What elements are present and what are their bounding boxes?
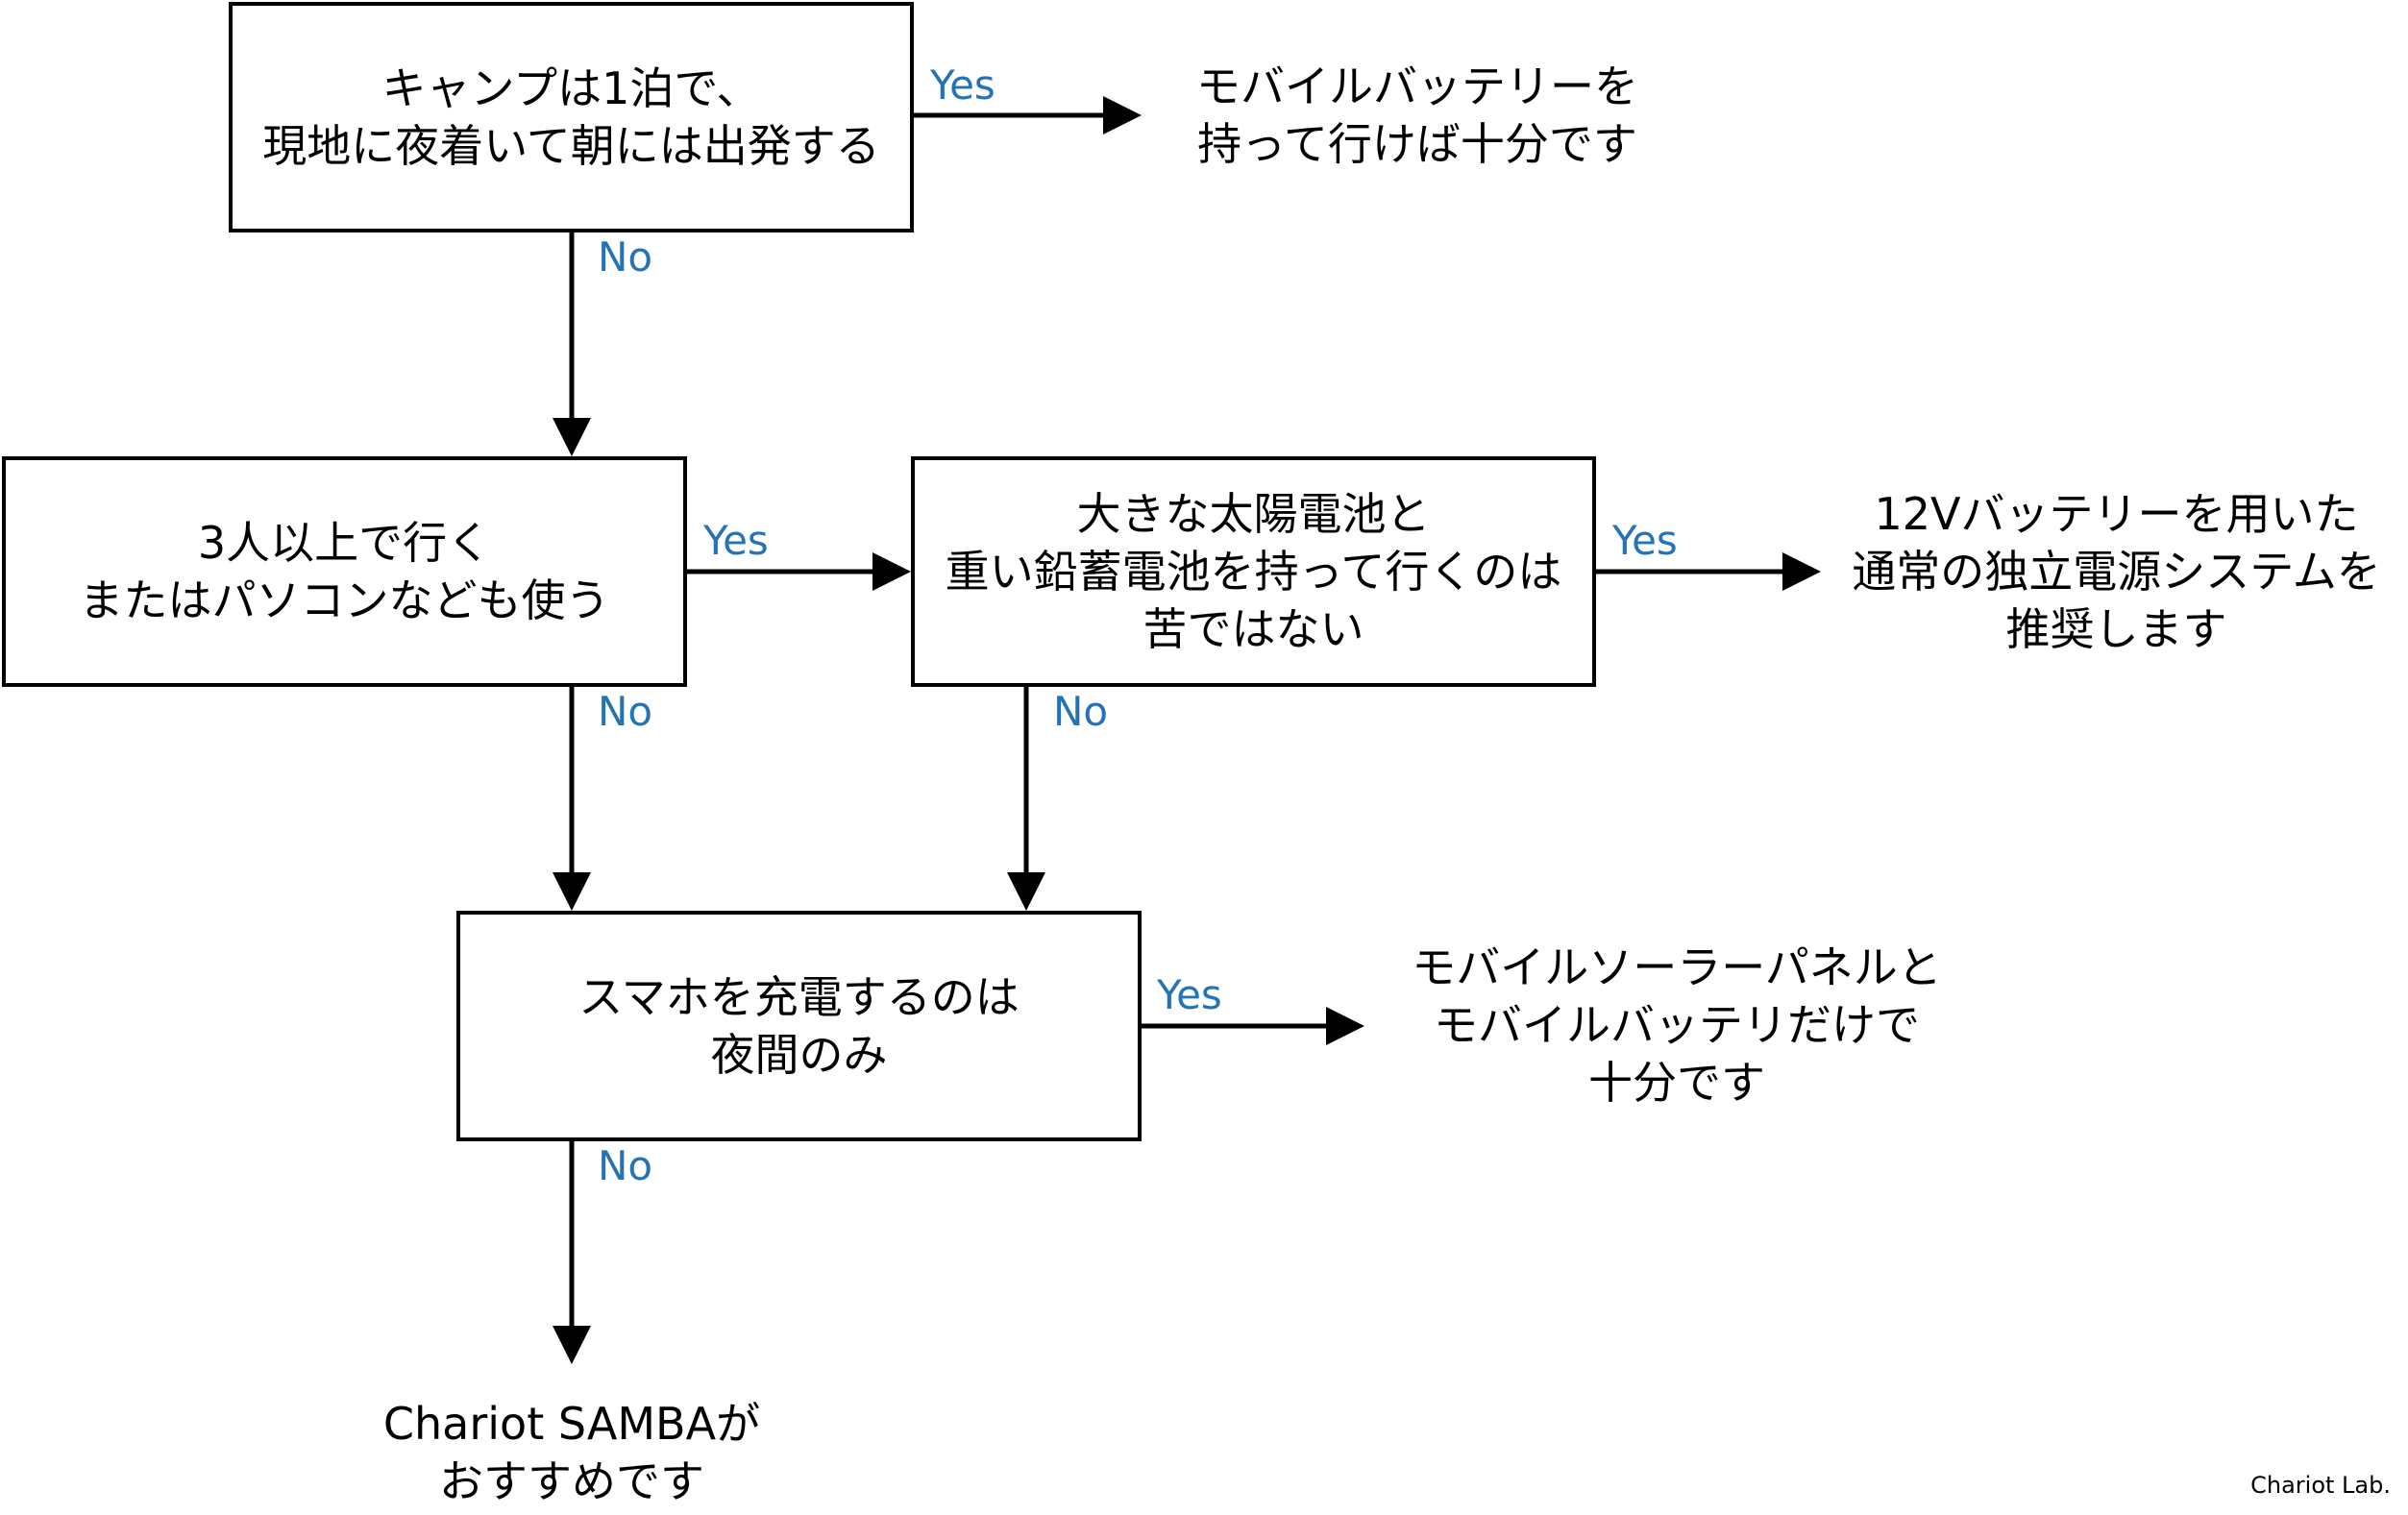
result-r4: Chariot SAMBAが おすすめです [341,1390,802,1515]
result-r3: モバイルソーラーパネルと モバイルバッテリだけで 十分です [1384,934,1970,1116]
result-r1: モバイルバッテリーを 持って行けば十分です [1148,53,1686,178]
question-q4-line-1: スマホを充電するのは [578,971,1020,1023]
result-r1-line-2: 持って行けば十分です [1197,118,1637,170]
question-box-q4: スマホを充電するのは 夜間のみ [456,911,1142,1141]
question-q4-line-2: 夜間のみ [710,1029,888,1081]
result-r2-line-3: 推奨します [2005,603,2227,655]
label-no-q1: No [598,233,653,281]
label-yes-q4: Yes [1157,971,1222,1018]
label-yes-q2: Yes [703,517,769,564]
result-r4-line-2: おすすめです [439,1455,704,1507]
result-r3-line-2: モバイルバッテリだけで [1434,999,1920,1051]
credit-text: Chariot Lab. [2250,1472,2391,1499]
question-q3-line-1: 大きな太陽電池と [1076,488,1431,540]
label-yes-q3: Yes [1612,517,1678,564]
question-box-q3: 大きな太陽電池と 重い鉛蓄電池を持って行くのは 苦ではない [911,456,1596,687]
result-r2-line-2: 通常の独立電源システムを [1852,546,2381,598]
label-no-q3: No [1053,688,1109,735]
label-no-q2: No [598,688,653,735]
question-box-q1: キャンプは1泊で、 現地に夜着いて朝には出発する [229,2,914,232]
result-r2-line-1: 12Vバッテリーを用いた [1874,488,2359,540]
label-no-q4: No [598,1142,653,1189]
result-r4-line-1: Chariot SAMBAが [382,1398,761,1450]
question-q3-line-2: 重い鉛蓄電池を持って行くのは [945,546,1562,598]
result-r3-line-1: モバイルソーラーパネルと [1412,941,1942,993]
label-yes-q1: Yes [930,61,995,109]
question-q3-line-3: 苦ではない [1143,603,1364,655]
result-r2: 12Vバッテリーを用いた 通常の独立電源システムを 推奨します [1831,480,2402,663]
question-box-q2: 3人以上で行く またはパソコンなども使う [2,456,687,687]
question-q2-line-2: またはパソコンなども使う [79,574,610,626]
question-q1-line-2: 現地に夜着いて朝には出発する [262,120,880,172]
question-q2-line-1: 3人以上で行く [197,517,492,569]
result-r1-line-1: モバイルバッテリーを [1196,61,1638,112]
question-q1-line-1: キャンプは1泊で、 [381,62,761,114]
result-r3-line-3: 十分です [1588,1057,1765,1109]
